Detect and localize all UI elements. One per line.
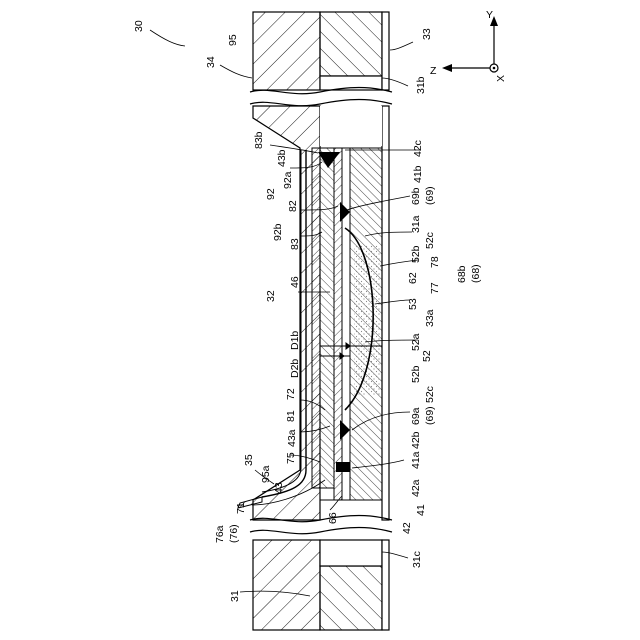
middle-section (253, 106, 389, 520)
label-42b: 42b (410, 431, 422, 449)
label-66: 66 (327, 512, 339, 524)
label-32: 32 (265, 290, 277, 302)
label-76a: 76a (214, 525, 226, 543)
label-69b: 69b (410, 187, 422, 205)
label-69-top: (69) (424, 186, 436, 205)
label-52c-bot: 52c (424, 386, 436, 403)
top-block (253, 12, 389, 90)
label-62: 62 (407, 272, 419, 284)
break-line-bottom (250, 516, 392, 534)
label-81: 81 (285, 410, 297, 422)
label-31b: 31b (415, 76, 427, 94)
label-72: 72 (285, 388, 297, 400)
label-83b: 83b (253, 131, 265, 149)
label-46: 46 (289, 276, 301, 288)
label-69-bot: (69) (424, 406, 436, 425)
label-52a: 52a (410, 333, 422, 351)
label-75: 75 (285, 452, 297, 464)
label-76: (76) (228, 524, 240, 543)
label-41a: 41a (410, 451, 422, 469)
label-D1b: D1b (289, 331, 301, 350)
label-D2b: D2b (289, 359, 301, 378)
label-43b: 43b (276, 149, 288, 167)
label-78: 78 (429, 256, 441, 268)
label-52c-top: 52c (424, 232, 436, 249)
label-52b-bot: 52b (410, 365, 422, 383)
label-33a: 33a (424, 309, 436, 327)
bottom-block (253, 540, 389, 630)
label-41: 41 (415, 504, 427, 516)
label-41b: 41b (412, 165, 424, 183)
label-35: 35 (243, 454, 255, 466)
label-92b: 92b (272, 223, 284, 241)
axis-y-label: Y (486, 9, 493, 21)
label-31a: 31a (410, 215, 422, 233)
label-31: 31 (229, 590, 241, 602)
label-30: 30 (133, 20, 145, 32)
label-42: 42 (401, 522, 413, 534)
label-68: (68) (470, 264, 482, 283)
axis-x-label: X (495, 75, 507, 82)
label-53: 53 (407, 298, 419, 310)
label-77: 77 (429, 282, 441, 294)
label-71: 71 (235, 502, 247, 514)
label-43a: 43a (286, 429, 298, 447)
label-82: 82 (287, 200, 299, 212)
label-95: 95 (227, 34, 239, 46)
label-52: 52 (421, 350, 433, 362)
label-68b: 68b (456, 265, 468, 283)
axis-indicator (442, 16, 498, 72)
axis-z-label: Z (430, 65, 437, 77)
label-42a: 42a (410, 479, 422, 497)
label-34: 34 (205, 56, 217, 68)
label-92a: 92a (282, 171, 294, 189)
label-95a: 95a (260, 465, 272, 483)
label-69a: 69a (410, 407, 422, 425)
label-43: 43 (273, 482, 285, 494)
label-31c: 31c (411, 551, 423, 568)
label-42c: 42c (412, 140, 424, 157)
label-52b-top: 52b (410, 245, 422, 263)
label-83: 83 (289, 238, 301, 250)
label-33: 33 (421, 28, 433, 40)
label-92: 92 (265, 188, 277, 200)
